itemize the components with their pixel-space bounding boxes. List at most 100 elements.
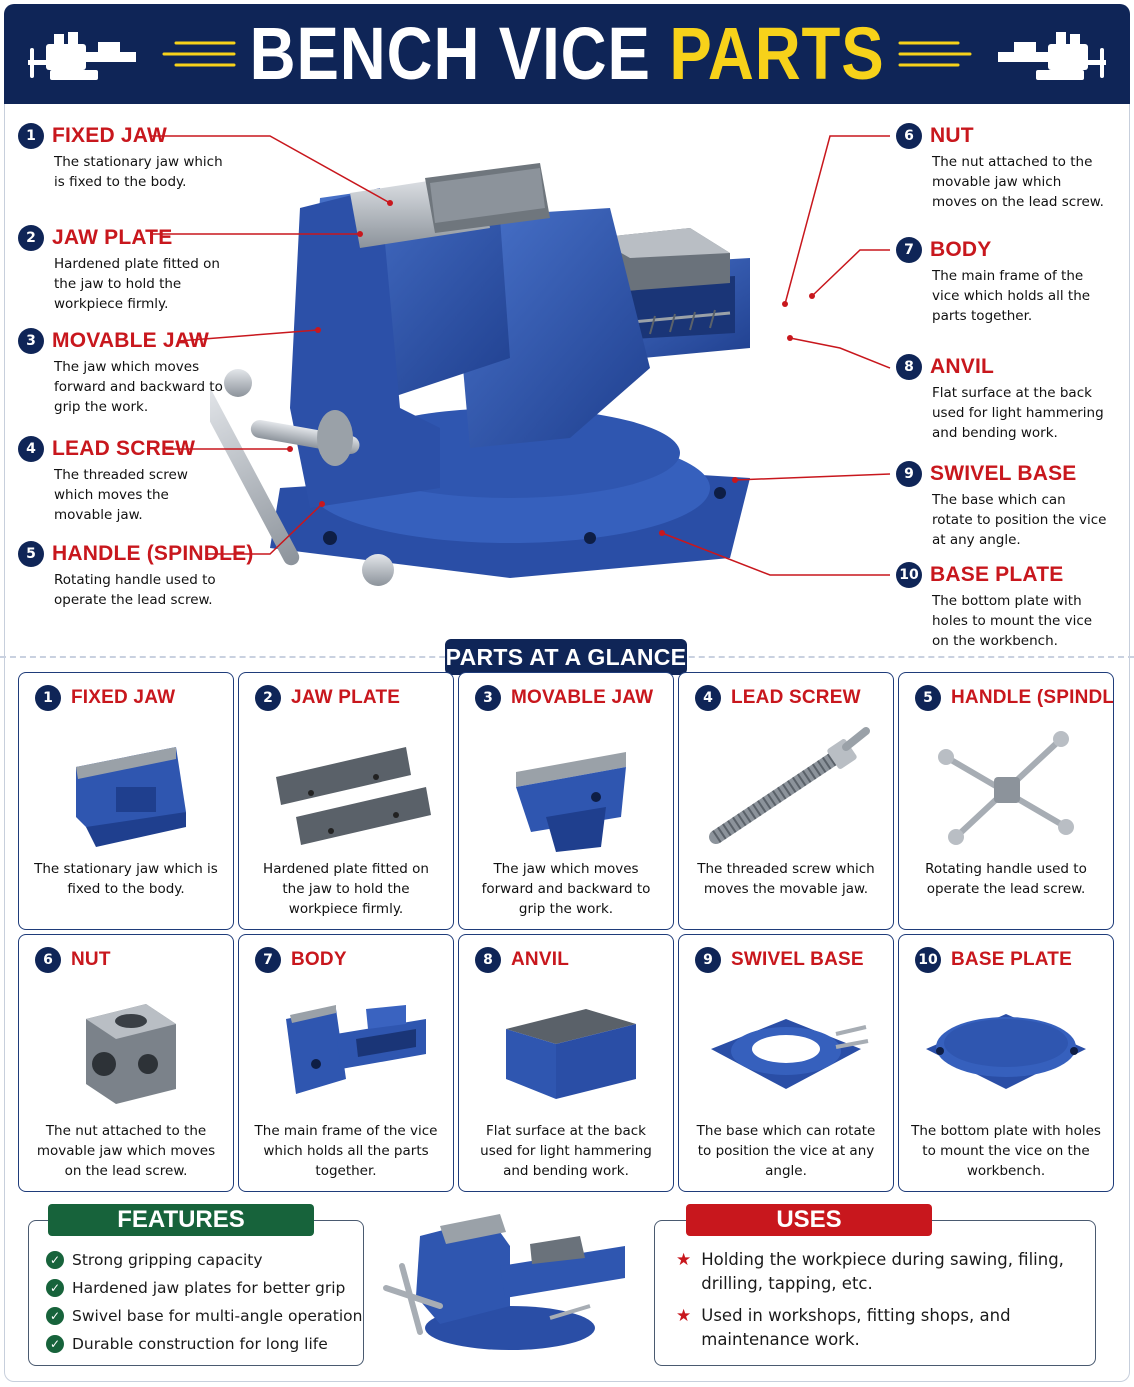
part-number: 2 <box>18 225 44 251</box>
use-text: Holding the workpiece during sawing, fil… <box>701 1250 1064 1293</box>
callout-nut: 6 NUT The nut attached to the movable jaw… <box>896 123 1104 212</box>
part-description: Rotating handle used to operate the lead… <box>925 861 1087 897</box>
part-name: ANVIL <box>930 355 994 378</box>
base-plate-icon <box>926 1014 1086 1089</box>
uses-panel <box>654 1220 1096 1366</box>
part-description: The threaded screw which moves the movab… <box>54 467 188 523</box>
part-name: JAW PLATE <box>52 226 173 249</box>
feature-text: Swivel base for multi-angle operation <box>72 1307 363 1325</box>
part-description: Rotating handle used to operate the lead… <box>54 572 216 608</box>
part-description: The main frame of the vice which holds a… <box>932 268 1091 324</box>
check-icon: ✓ <box>46 1279 64 1297</box>
part-number: 4 <box>695 685 721 711</box>
part-description: Hardened plate fitted on the jaw to hold… <box>54 256 220 312</box>
feature-text: Strong gripping capacity <box>72 1251 263 1269</box>
list-item: ★Holding the workpiece during sawing, fi… <box>676 1248 1076 1296</box>
part-card-lead-screw: 4 LEAD SCREW The threaded screw which mov… <box>678 672 894 930</box>
part-description: The base which can rotate to position th… <box>696 1123 876 1179</box>
part-name: BODY <box>930 238 992 261</box>
vice-silhouette-icon <box>28 32 136 80</box>
title-main: BENCH VICE <box>249 12 651 95</box>
part-description: The main frame of the vice which holds a… <box>254 1123 438 1179</box>
part-description: The bottom plate with holes to mount the… <box>932 593 1093 649</box>
part-description: Flat surface at the back used for light … <box>480 1123 652 1179</box>
check-icon: ✓ <box>46 1307 64 1325</box>
part-name: LEAD SCREW <box>731 687 861 708</box>
swivel-base-icon <box>711 1019 869 1089</box>
features-list: ✓ Strong gripping capacity ✓ Hardened jaw … <box>46 1246 362 1358</box>
part-number: 1 <box>35 685 61 711</box>
part-number: 2 <box>255 685 281 711</box>
bench-vice-illustration <box>210 163 750 586</box>
part-name: SWIVEL BASE <box>930 462 1077 485</box>
page-title: BENCH VICE PARTS <box>250 17 885 91</box>
part-name: ANVIL <box>511 949 569 970</box>
part-card-body: 7 BODY The main frame of the vice which h… <box>238 934 454 1192</box>
part-number: 6 <box>896 123 922 149</box>
part-name: FIXED JAW <box>52 124 167 147</box>
list-item: ✓Durable construction for long life <box>46 1330 362 1358</box>
part-description: The nut attached to the movable jaw whic… <box>36 1123 216 1179</box>
part-description: The nut attached to the movable jaw whic… <box>932 154 1104 210</box>
part-description: The stationary jaw which is fixed to the… <box>54 154 223 190</box>
part-number: 10 <box>896 562 922 588</box>
part-description: The stationary jaw which is fixed to the… <box>34 861 218 897</box>
part-name: MOVABLE JAW <box>52 329 209 352</box>
part-card-nut: 6 NUT The nut attached to the movable jaw… <box>18 934 234 1192</box>
star-icon: ★ <box>676 1306 692 1326</box>
part-number: 7 <box>255 947 281 973</box>
part-name: NUT <box>71 949 111 970</box>
part-name: MOVABLE JAW <box>511 687 654 708</box>
part-name: HANDLE (SPINDLE) <box>52 542 254 565</box>
bench-vice-small-illustration <box>383 1214 625 1350</box>
part-description: The jaw which moves forward and backward… <box>54 359 223 415</box>
callout-handle: 5 HANDLE (SPINDLE) Rotating handle used t… <box>18 541 253 610</box>
uses-list: ★ Holding the workpiece during sawing, fi… <box>676 1248 1076 1360</box>
part-number: 3 <box>475 685 501 711</box>
part-number: 5 <box>18 541 44 567</box>
title-accent: PARTS <box>669 12 885 95</box>
feature-text: Hardened jaw plates for better grip <box>72 1279 346 1297</box>
part-name: NUT <box>930 124 974 147</box>
features-title: FEATURES <box>48 1204 314 1236</box>
nut-icon <box>86 1004 176 1104</box>
fixed-jaw-icon <box>76 747 186 847</box>
part-number: 6 <box>35 947 61 973</box>
part-number: 9 <box>896 461 922 487</box>
part-description: The bottom plate with holes to mount the… <box>911 1123 1101 1179</box>
use-text: Used in workshops, fitting shops, and ma… <box>701 1306 1011 1349</box>
check-icon: ✓ <box>46 1251 64 1269</box>
part-number: 1 <box>18 123 44 149</box>
part-description: The threaded screw which moves the movab… <box>697 861 875 897</box>
jaw-plate-icon <box>276 747 431 845</box>
uses-title: USES <box>686 1204 932 1236</box>
list-item: ✓ Hardened jaw plates for better grip <box>46 1274 362 1302</box>
part-name: BASE PLATE <box>951 949 1072 970</box>
part-name: BODY <box>291 949 347 970</box>
part-name: LEAD SCREW <box>52 437 196 460</box>
leader-lines <box>150 135 891 576</box>
part-name: HANDLE (SPINDLE) <box>951 687 1114 708</box>
part-name: BASE PLATE <box>930 563 1064 586</box>
callout-fixed-jaw: 1 FIXED JAW The stationary jaw which is f… <box>18 123 223 192</box>
list-item: ✓ Swivel base for multi-angle operation <box>46 1302 362 1330</box>
anvil-icon <box>506 1009 636 1099</box>
speed-lines-icon <box>898 41 972 67</box>
part-number: 10 <box>915 947 941 973</box>
lead-screw-icon <box>709 727 870 844</box>
part-number: 8 <box>896 354 922 380</box>
body-icon <box>286 1005 426 1094</box>
feature-text: Durable construction for long life <box>72 1335 328 1353</box>
part-description: Hardened plate fitted on the jaw to hold… <box>263 861 429 917</box>
